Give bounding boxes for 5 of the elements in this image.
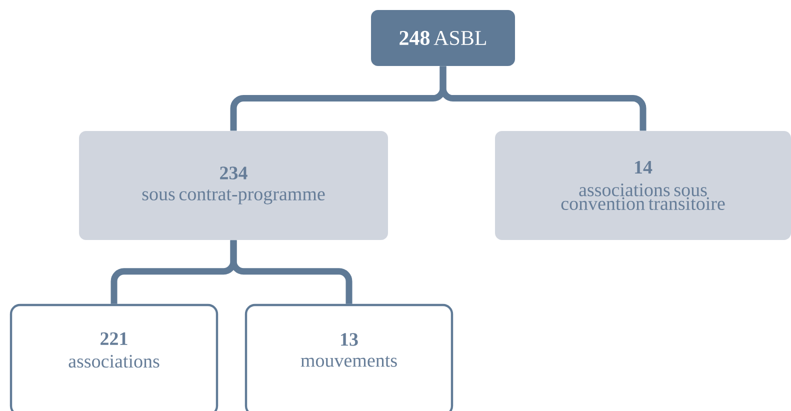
subcategory-box: 221 associations [10,304,218,411]
title-box: 248 ASBL [371,10,515,66]
category-box: 234 sous contrat-programme [79,131,388,240]
subcategory-box: 13 mouvements [244,304,454,411]
category-box: 14 associations sous convention transitoire [495,131,791,240]
